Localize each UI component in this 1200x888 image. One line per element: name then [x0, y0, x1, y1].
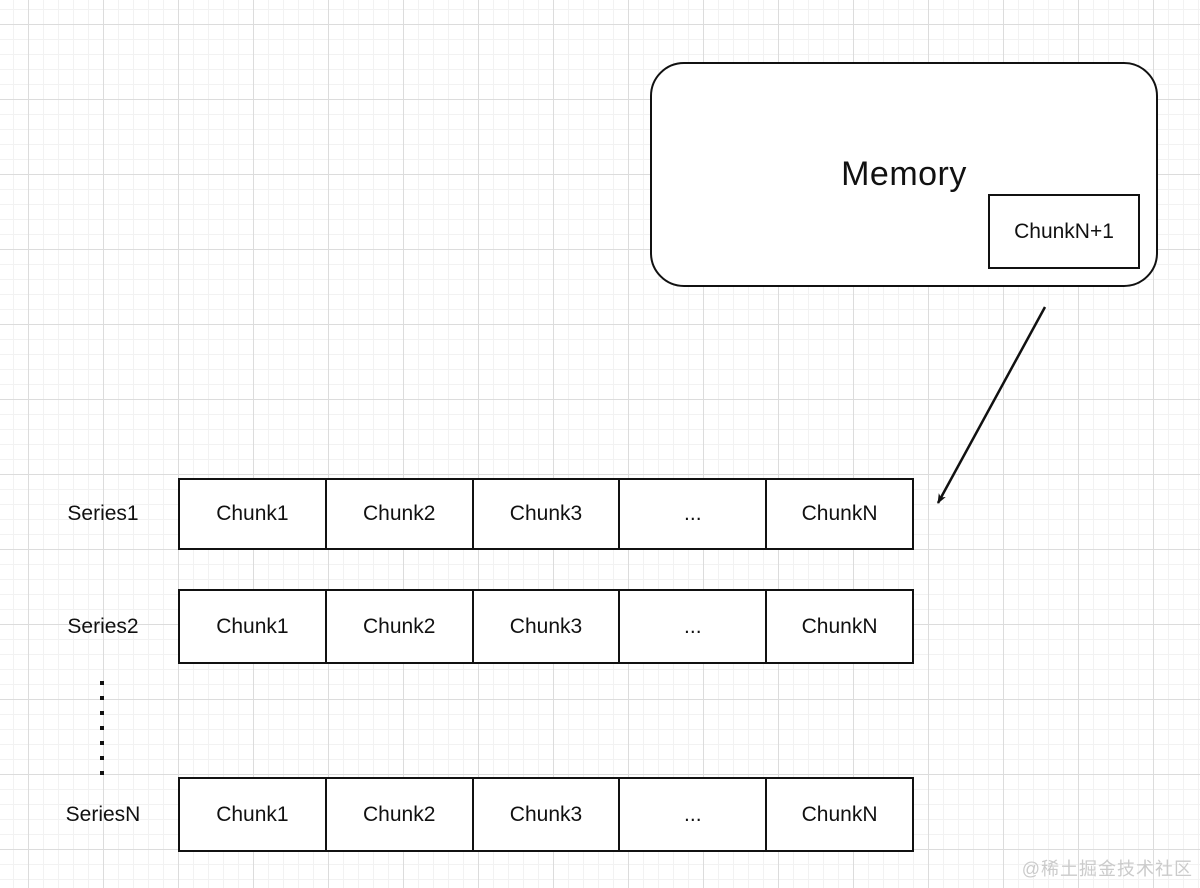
series-2-chunk-3: Chunk3 — [474, 591, 621, 662]
series-n-chunk-1: Chunk1 — [180, 779, 327, 850]
series-n-chunk-ellipsis: ... — [620, 779, 768, 850]
memory-node-label: Memory — [841, 155, 967, 193]
series-2-chunk-n: ChunkN — [801, 614, 878, 638]
series-1-chunk-3: Chunk3 — [474, 480, 621, 548]
community-watermark: @稀土掘金技术社区 — [1021, 859, 1193, 879]
series-1-chunk-2: Chunk2 — [327, 480, 474, 548]
series-n-label: SeriesN — [65, 802, 141, 826]
series-2-row: Chunk1 Chunk2 Chunk3 ... ChunkN — [178, 589, 914, 664]
vertical-ellipsis-dots — [100, 681, 104, 775]
series-1-chunk-n: ChunkN — [801, 502, 878, 525]
series-1-chunk-1: Chunk1 — [180, 480, 327, 548]
series-n-row: Chunk1 Chunk2 Chunk3 ... ChunkN — [178, 777, 914, 852]
series-2-chunk-ellipsis: ... — [620, 591, 768, 662]
series-1-row: Chunk1 Chunk2 Chunk3 ... ChunkN — [178, 478, 914, 550]
series-2-chunk-2: Chunk2 — [327, 591, 474, 662]
series-2-label: Series2 — [67, 614, 139, 638]
series-n-chunk-n: ChunkN — [801, 802, 878, 826]
series-1-label: Series1 — [67, 502, 139, 525]
series-1-chunk-ellipsis: ... — [620, 480, 768, 548]
series-2-chunk-1: Chunk1 — [180, 591, 327, 662]
memory-node: Memory ChunkN+1 — [650, 62, 1158, 287]
series-n-chunk-3: Chunk3 — [474, 779, 621, 850]
chunk-n-plus-1-node: ChunkN+1 — [988, 194, 1140, 269]
series-n-chunk-2: Chunk2 — [327, 779, 474, 850]
